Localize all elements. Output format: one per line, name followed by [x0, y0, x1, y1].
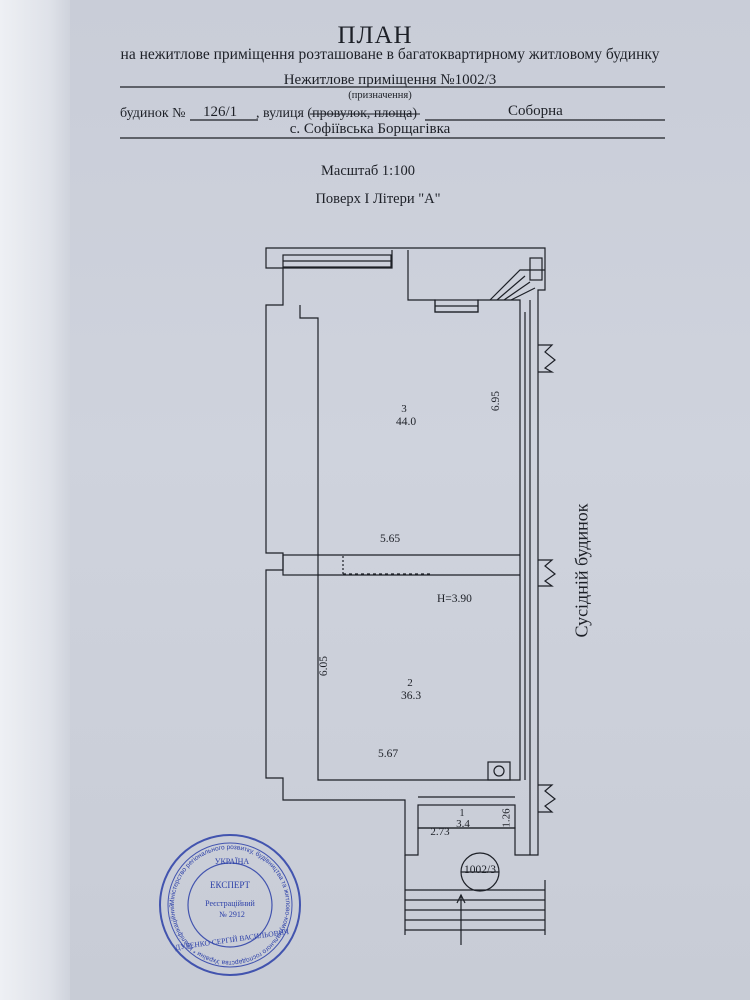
- premises-name: Нежитлове приміщення №1002/3: [283, 72, 497, 88]
- break-mark-1: [538, 344, 556, 373]
- village-name: с. Софіївська Борщагівка: [289, 121, 451, 137]
- entrance-label: 1002/3: [464, 864, 496, 876]
- outer-wall: [265, 247, 546, 856]
- expert-stamp: [159, 834, 301, 976]
- scale-label: Масштаб 1:100: [321, 163, 415, 179]
- room2-width: 5.67: [377, 748, 399, 760]
- room2-length: 6.05: [318, 655, 331, 677]
- stamp-ring-text: Міністерство регіонального розвитку, буд…: [0, 0, 291, 966]
- partition-left: [282, 554, 319, 576]
- break-mark-2: [538, 559, 557, 587]
- stair-top-right: [489, 269, 545, 301]
- room2-number: 2: [407, 677, 413, 689]
- room1-length: 1.26: [500, 808, 513, 828]
- room1-area: 3.4: [456, 818, 470, 830]
- paper-edge: [0, 0, 70, 1000]
- room1-number: 1: [459, 808, 465, 819]
- floor-label: Поверх І Літери "А": [315, 191, 441, 207]
- stamp-reg-number: № 2912: [219, 910, 245, 919]
- room1-upper: [417, 804, 516, 829]
- page-subtitle: на нежитлове приміщення розташоване в ба…: [120, 46, 660, 63]
- stamp-country: УКРАЇНА: [214, 857, 250, 866]
- room3-length: 6.95: [490, 390, 503, 412]
- room2-height: H=3.90: [437, 593, 472, 605]
- room2-area: 36.3: [400, 690, 422, 702]
- stamp-reg-label: Реєстраційний: [205, 899, 255, 908]
- room1-width: 2.73: [430, 826, 450, 838]
- room3-width: 5.65: [379, 533, 401, 545]
- purpose-hint: (призначення): [348, 90, 412, 101]
- break-mark-3: [538, 784, 557, 813]
- column: [487, 761, 511, 781]
- stamp-role: ЕКСПЕРТ: [210, 880, 250, 890]
- house-number: 126/1: [203, 104, 238, 120]
- street-name: Соборна: [508, 103, 563, 119]
- room3-area: 44.0: [395, 416, 417, 428]
- page-title: ПЛАН: [337, 22, 413, 49]
- house-prefix: будинок №: [120, 106, 186, 121]
- room3-number: 3: [401, 403, 407, 415]
- neighbor-building-label: Сусідній будинок: [571, 503, 592, 638]
